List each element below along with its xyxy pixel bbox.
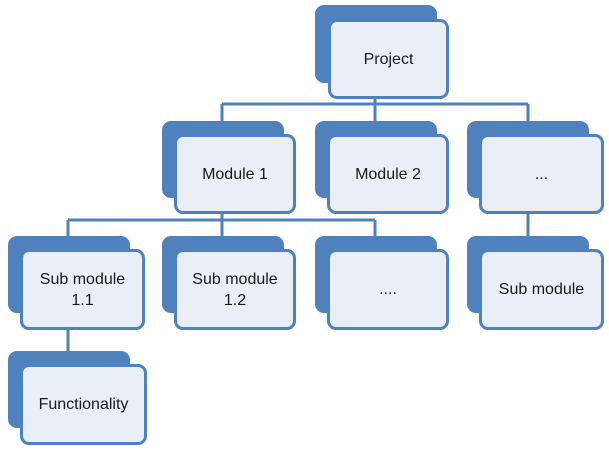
node-project-label: Project [328, 19, 449, 99]
node-functionality-label: Functionality [20, 364, 147, 445]
node-module-2-label: Module 2 [327, 134, 449, 214]
node-module-more-label: ... [479, 134, 604, 214]
node-sub-module-label: Sub module [479, 249, 604, 330]
node-sub-module-1-1-label: Sub module 1.1 [20, 249, 145, 330]
node-sub-module-1-2-label: Sub module 1.2 [174, 249, 296, 330]
node-module-1-label: Module 1 [174, 134, 296, 214]
node-sub-module-more-label: .... [327, 249, 449, 330]
